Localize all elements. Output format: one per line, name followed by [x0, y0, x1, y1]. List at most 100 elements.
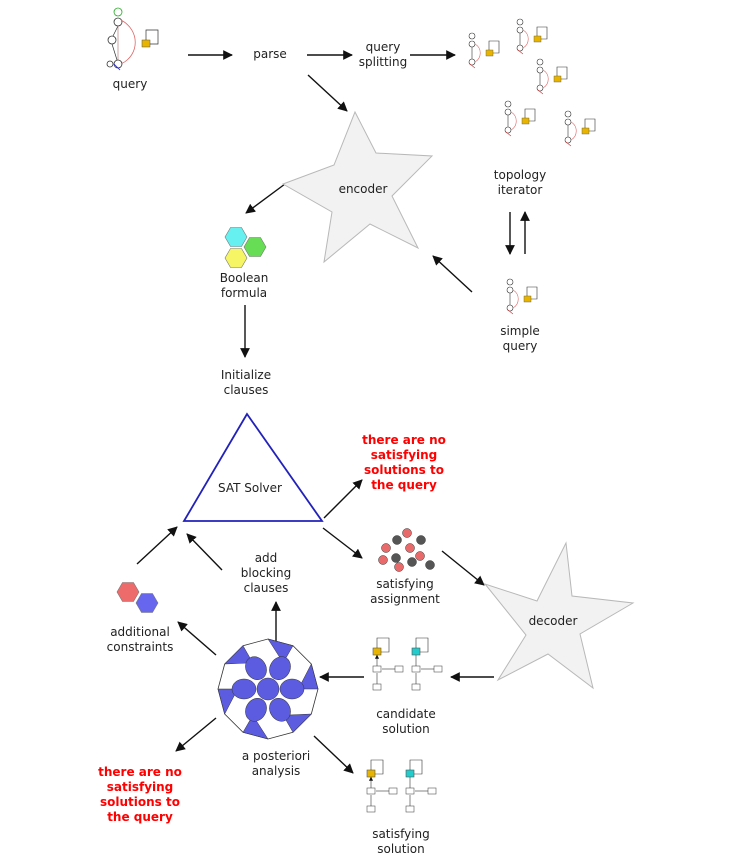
solution-node — [427, 787, 437, 795]
polyhedron-lobe — [269, 698, 291, 722]
arrow-analysis-nosolutions — [175, 717, 217, 752]
assignment-dot — [381, 543, 391, 553]
dots-cluster-icon — [378, 528, 435, 572]
solution-node — [394, 665, 404, 673]
arrow-simplequery-encoder — [432, 255, 473, 293]
solution-node — [366, 805, 376, 813]
polyhedron-lobe — [245, 656, 267, 680]
arrows — [136, 50, 530, 774]
polyhedron-facet — [297, 663, 319, 690]
polyhedron-facet — [224, 645, 254, 665]
simple-query-label-1: simple — [500, 324, 540, 338]
encoder-star — [281, 110, 434, 264]
initialize-clauses-label-1: Initialize — [221, 368, 271, 382]
arrow-sat-nosolutions — [323, 479, 363, 519]
additional-constraints-label-2: constraints — [107, 640, 174, 654]
solution-node — [405, 805, 415, 813]
candidate-solution-graph — [372, 637, 443, 691]
polyhedron-facet — [282, 713, 312, 733]
arrow-assignment-decoder — [441, 550, 485, 586]
decoder-star — [483, 541, 635, 690]
polyhedron-lobe — [279, 678, 305, 700]
subquery-graph-4 — [564, 110, 596, 147]
boolean-formula-label-2: formula — [221, 286, 267, 300]
solution-node — [388, 787, 398, 795]
query-splitting-label-2: splitting — [359, 55, 408, 69]
solution-node — [372, 647, 382, 656]
satisfying-solution-graph — [366, 759, 437, 813]
topology-iterator-label-1: topology — [494, 168, 546, 182]
add-blocking-label-2: blocking — [241, 566, 291, 580]
arrow-parse-encoder — [307, 74, 348, 112]
solution-node — [411, 683, 421, 691]
satisfying-solution-label-2: solution — [377, 842, 425, 855]
query-graph-icon — [106, 7, 159, 71]
assignment-dot — [391, 553, 401, 563]
no-solutions-top-2: satisfying — [371, 448, 438, 462]
no-solutions-bottom-1: there are no — [98, 765, 182, 779]
additional-constraints-label-1: additional — [110, 625, 170, 639]
polyhedron-icon — [217, 638, 319, 740]
solution-node — [372, 665, 382, 673]
arrow-blocking-sat — [186, 533, 223, 571]
simple-query-label-2: query — [503, 339, 538, 353]
initialize-clauses-label-2: clauses — [224, 383, 269, 397]
subquery-graph-1 — [516, 18, 548, 55]
polyhedron-facet — [267, 638, 294, 664]
solution-node — [372, 683, 382, 691]
polyhedron-facet — [217, 688, 239, 715]
assignment-dot — [416, 535, 426, 545]
polyhedron-lobe — [231, 678, 257, 700]
arrow-constraints-sat — [136, 526, 178, 565]
no-solutions-top-4: the query — [371, 478, 437, 492]
add-blocking-label-3: clauses — [244, 581, 289, 595]
subquery-graph-icons — [468, 18, 596, 147]
polyhedron-lobe — [269, 656, 291, 680]
no-solutions-bottom-2: satisfying — [107, 780, 174, 794]
arrow-encoder-formula — [245, 183, 286, 214]
arrow-analysis-solution — [313, 735, 354, 774]
no-solutions-bottom-3: solutions to — [100, 795, 180, 809]
candidate-solution-label-1: candidate — [376, 707, 436, 721]
solution-node — [411, 665, 421, 673]
hexagon-cluster-icon — [224, 227, 267, 268]
polyhedron-lobe — [245, 698, 267, 722]
solution-node — [366, 769, 376, 778]
parse-label: parse — [253, 47, 287, 61]
a-posteriori-label-2: analysis — [252, 764, 301, 778]
assignment-dot — [415, 551, 425, 561]
sat-solver-label: SAT Solver — [218, 481, 282, 495]
solution-node — [411, 647, 421, 656]
assignment-dot — [378, 555, 388, 565]
no-solutions-top-3: solutions to — [364, 463, 444, 477]
subquery-graph-2 — [536, 58, 568, 95]
polyhedron-center — [256, 677, 280, 701]
assignment-dot — [425, 560, 435, 570]
assignment-dot — [392, 535, 402, 545]
assignment-dot — [394, 562, 404, 572]
query-splitting-label-1: query — [366, 40, 401, 54]
assignment-dot — [405, 543, 415, 553]
no-solutions-top-1: there are no — [362, 433, 446, 447]
simple-query-graph — [506, 278, 538, 315]
assignment-dot — [402, 528, 412, 538]
candidate-solution-label-2: solution — [382, 722, 430, 736]
encoder-label: encoder — [339, 182, 388, 196]
satisfying-assignment-label-1: satisfying — [376, 577, 434, 591]
solution-node — [433, 665, 443, 673]
solution-node — [405, 769, 415, 778]
sat-solver-triangle — [182, 412, 324, 522]
simple-query-icon — [506, 278, 538, 315]
polyhedron-facet — [242, 714, 269, 740]
add-blocking-label-1: add — [255, 551, 278, 565]
subquery-graph-3 — [504, 100, 536, 137]
a-posteriori-label-1: a posteriori — [242, 749, 310, 763]
query-label: query — [113, 77, 148, 91]
arrow-sat-assignment — [322, 527, 363, 559]
constraints-hexagon-icon — [116, 582, 159, 613]
satisfying-solution-label-1: satisfying — [372, 827, 430, 841]
solution-node — [405, 787, 415, 795]
subquery-graph-0 — [468, 32, 500, 69]
